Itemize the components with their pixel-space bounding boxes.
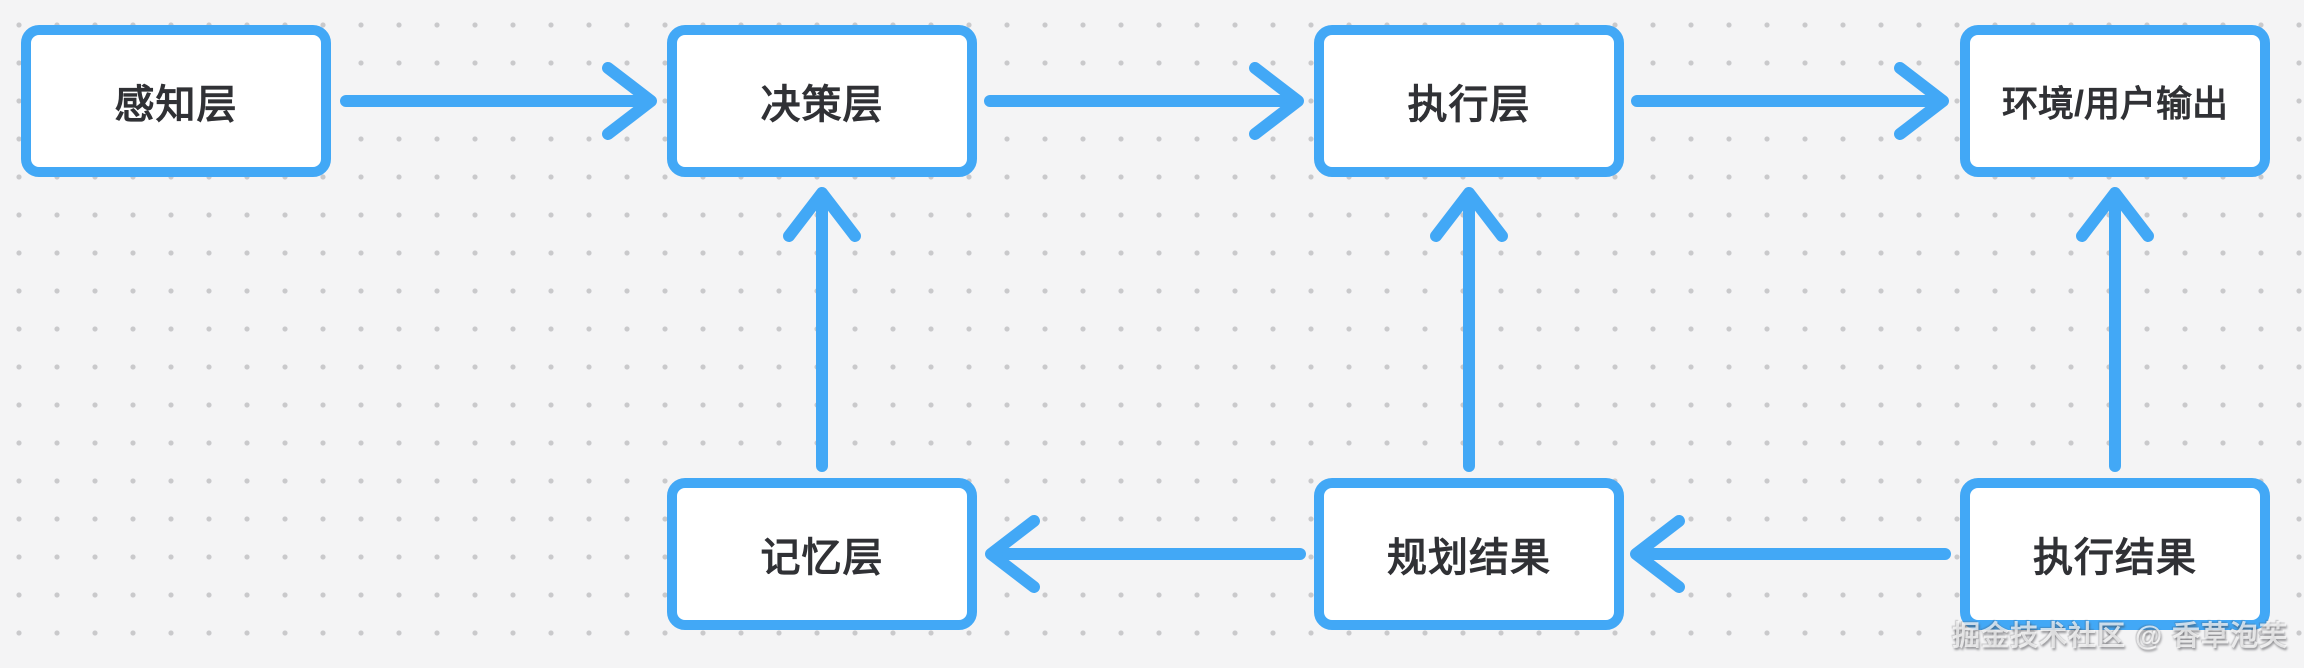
node-planning-result: 规划结果: [1314, 478, 1624, 630]
node-env-user-output: 环境/用户输出: [1960, 25, 2270, 177]
arrow-planning-to-execution: [1430, 187, 1508, 472]
node-execution-layer: 执行层: [1314, 25, 1624, 177]
node-perception-layer-label: 感知层: [114, 83, 238, 127]
node-memory-layer: 记忆层: [667, 478, 977, 630]
arrow-planning-to-memory: [985, 515, 1306, 593]
node-execution-result: 执行结果: [1960, 478, 2270, 630]
node-decision-layer: 决策层: [667, 25, 977, 177]
node-perception-layer: 感知层: [21, 25, 331, 177]
watermark: 掘金技术社区 @ 香草泡芙: [1952, 620, 2288, 651]
node-execution-result-label: 执行结果: [2033, 536, 2197, 580]
node-planning-result-label: 规划结果: [1387, 536, 1551, 580]
node-env-user-output-label: 环境/用户输出: [2001, 83, 2228, 124]
arrow-exec-result-to-env-output: [2076, 187, 2154, 472]
arrow-perception-to-decision: [340, 62, 657, 140]
arrow-decision-to-execution: [984, 62, 1304, 140]
arrow-execution-to-env-output: [1631, 62, 1949, 140]
node-execution-layer-label: 执行层: [1407, 83, 1531, 127]
node-memory-layer-label: 记忆层: [760, 536, 884, 580]
arrow-exec-result-to-planning: [1630, 515, 1951, 593]
node-decision-layer-label: 决策层: [760, 83, 884, 127]
arrow-memory-to-decision: [783, 187, 861, 472]
